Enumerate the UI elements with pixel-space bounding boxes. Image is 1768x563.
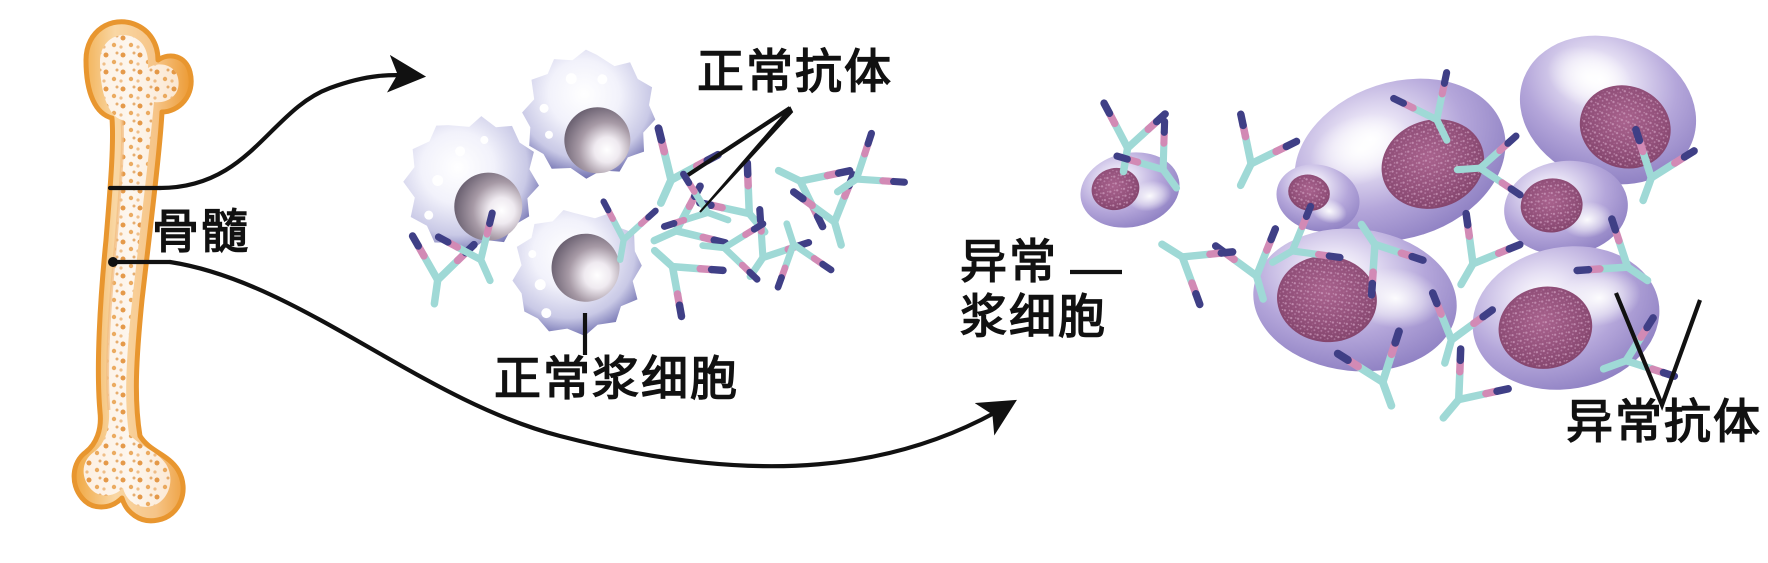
antibody-icon (726, 210, 809, 293)
label-normal-plasma-cell: 正常浆细胞 (494, 352, 739, 407)
label-bone-marrow: 骨髓 (152, 205, 250, 260)
arrow-to-normal-cells (157, 54, 427, 191)
label-leaders (582, 106, 1702, 411)
bone-illustration (71, 19, 194, 524)
abnormal-plasma-cell (1519, 35, 1697, 185)
arrow-to-abnormal-cells (167, 259, 1017, 469)
normal-plasma-cell (522, 49, 656, 179)
label-normal-antibody: 正常抗体 (697, 45, 893, 100)
abnormal-plasma-cell (1253, 228, 1457, 372)
abnormal-plasma-cell (1504, 160, 1628, 256)
normal-plasma-cell (512, 210, 642, 336)
label-abnormal-plasma-cell-line1: 异常 (960, 235, 1058, 290)
label-abnormal-plasma-cell: 异常 浆细胞 (960, 235, 1107, 346)
abnormal-plasma-cell-cluster (1080, 35, 1697, 390)
abnormal-antibody-pointer (1614, 292, 1702, 411)
normal-plasma-cell (403, 116, 540, 252)
label-abnormal-antibody: 异常抗体 (1566, 395, 1762, 450)
normal-antibody-pointer-a (686, 106, 792, 177)
label-abnormal-plasma-cell-line2: 浆细胞 (960, 290, 1107, 346)
normal-antibody-pointer-b (699, 106, 794, 213)
normal-plasma-cell-cluster (403, 49, 656, 336)
abnormal-plasma-cell (1080, 152, 1180, 228)
antibody-icon (1146, 218, 1233, 304)
connector-group (107, 54, 1017, 469)
abnormal-plasma-cell (1276, 164, 1360, 232)
bone-inner-shade (106, 119, 125, 411)
abnormal-plasma-cell (1472, 246, 1660, 390)
